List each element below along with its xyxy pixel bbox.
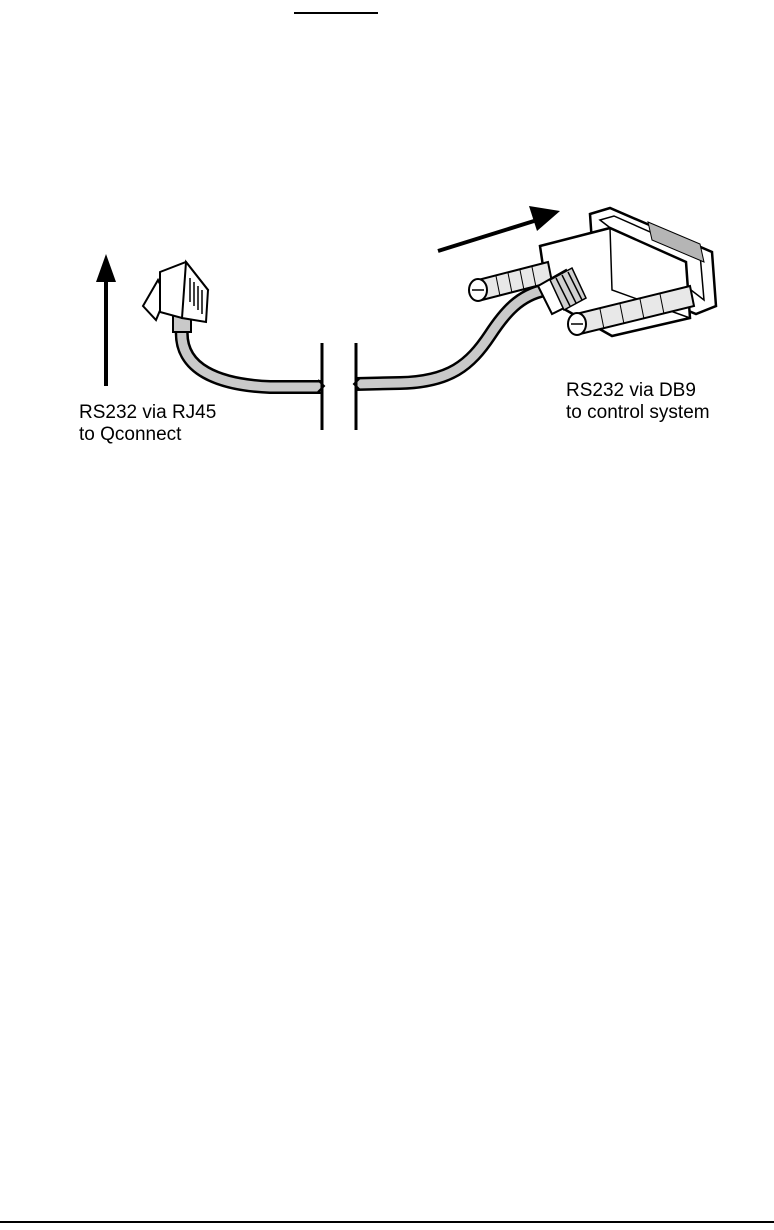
- rj45-label: RS232 via RJ45 to Qconnect: [79, 402, 216, 446]
- rj45-connector-icon: [143, 262, 208, 332]
- cable-break-marks: [318, 343, 360, 430]
- cable-right-segment: [356, 290, 545, 384]
- rj45-label-line2: to Qconnect: [79, 424, 216, 446]
- up-arrow-icon: [96, 254, 116, 386]
- db9-label: RS232 via DB9 to control system: [566, 380, 710, 424]
- db9-label-line2: to control system: [566, 402, 710, 424]
- db9-label-line1: RS232 via DB9: [566, 380, 710, 402]
- rj45-label-line1: RS232 via RJ45: [79, 402, 216, 424]
- diagonal-arrow-icon: [438, 206, 560, 251]
- bottom-rule: [0, 1221, 774, 1223]
- cable-left-segment: [182, 328, 322, 387]
